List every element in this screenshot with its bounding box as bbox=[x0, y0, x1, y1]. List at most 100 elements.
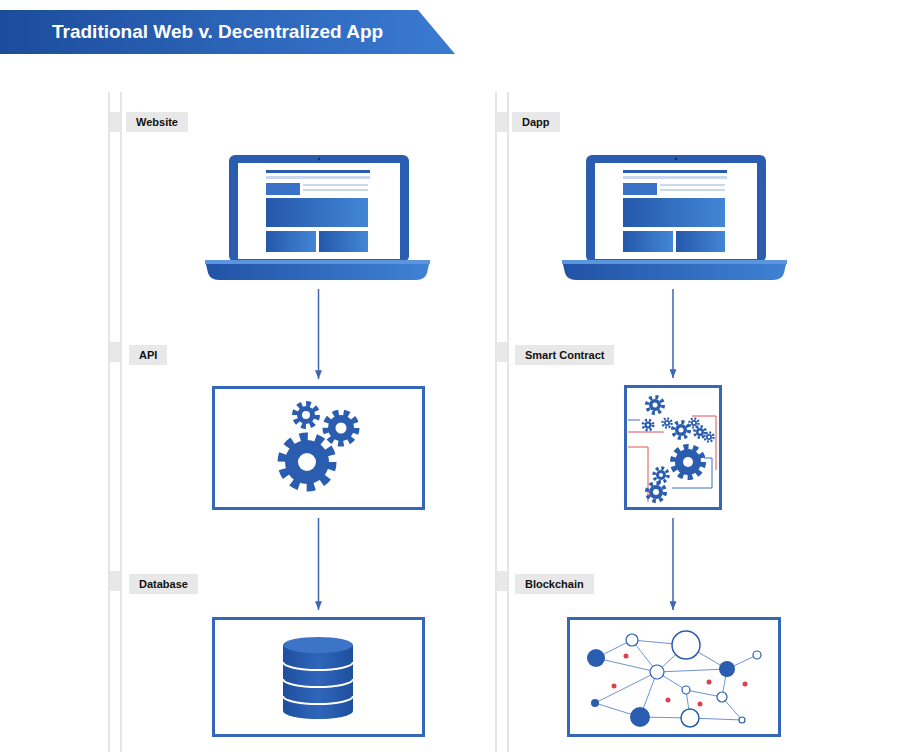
tab-stripes bbox=[110, 342, 120, 362]
column-rule bbox=[109, 92, 508, 752]
smart-contract-icon bbox=[693, 422, 695, 424]
network-icon bbox=[719, 661, 735, 677]
tab-stripes bbox=[110, 112, 120, 132]
smart-contract-icon bbox=[708, 436, 710, 438]
flow-arrow bbox=[672, 289, 674, 378]
network-icon bbox=[681, 709, 699, 727]
laptop-illustration bbox=[623, 183, 657, 195]
network-icon bbox=[657, 669, 727, 672]
tab-stripes bbox=[497, 571, 507, 591]
smart-contract-icon bbox=[706, 434, 712, 440]
laptop-illustration bbox=[266, 231, 316, 252]
tab-stripes bbox=[497, 112, 507, 132]
gears-icon bbox=[302, 411, 310, 419]
smart-contract-icon bbox=[696, 428, 704, 436]
layer-label: API bbox=[129, 345, 167, 365]
smart-contract-icon bbox=[649, 399, 661, 411]
smart-contract-icon bbox=[628, 447, 648, 502]
smart-contract-icon bbox=[628, 432, 664, 433]
network-icon bbox=[591, 699, 599, 707]
smart-contract-icon bbox=[666, 422, 668, 424]
network-icon bbox=[624, 654, 629, 659]
laptop-illustration bbox=[586, 155, 766, 262]
diagram-title: Traditional Web v. Decentralized App bbox=[52, 20, 383, 44]
smart-contract-icon bbox=[673, 447, 703, 477]
database-icon bbox=[283, 679, 353, 687]
network-icon bbox=[672, 631, 700, 659]
gears-icon bbox=[282, 437, 332, 487]
network-icon bbox=[753, 651, 761, 659]
client-device: Dapp bbox=[562, 153, 785, 281]
laptop-illustration bbox=[562, 155, 787, 280]
laptop-illustration bbox=[266, 183, 300, 195]
network-icon bbox=[587, 649, 605, 667]
network-icon bbox=[630, 707, 650, 727]
smart-contract-icon bbox=[653, 489, 659, 495]
tab-stripes bbox=[110, 112, 507, 591]
layer-label: Website bbox=[126, 112, 188, 132]
laptop-illustration bbox=[623, 176, 727, 179]
column-rule bbox=[108, 92, 110, 752]
gears-icon bbox=[336, 423, 347, 434]
component-box: Blockchain bbox=[567, 617, 781, 737]
smart-contract-icon bbox=[675, 424, 687, 436]
laptop-illustration bbox=[319, 231, 368, 252]
client-device: Website bbox=[205, 153, 430, 281]
smart-contract-icon bbox=[659, 473, 663, 477]
title-banner bbox=[0, 10, 455, 54]
column-rule bbox=[120, 92, 122, 752]
network-icon bbox=[595, 672, 657, 703]
network-icon bbox=[612, 684, 617, 689]
smart-contract-icon bbox=[691, 420, 697, 426]
gears-icon bbox=[298, 453, 316, 471]
smart-contract-icon bbox=[664, 420, 670, 426]
smart-contract-icon bbox=[699, 431, 702, 434]
network-icon bbox=[739, 717, 745, 723]
laptop-illustration bbox=[675, 158, 677, 160]
network-icon bbox=[587, 631, 761, 727]
laptop-illustration bbox=[660, 184, 725, 186]
flow-arrow bbox=[318, 289, 320, 379]
component-box: Database bbox=[212, 617, 425, 737]
layer-label: Blockchain bbox=[515, 574, 594, 594]
network-icon bbox=[682, 686, 690, 694]
smart-contract-icon bbox=[647, 424, 650, 427]
smart-contract-icon bbox=[690, 419, 699, 428]
layer-label: Smart Contract bbox=[515, 345, 614, 365]
network-icon bbox=[612, 654, 748, 707]
laptop-illustration bbox=[623, 231, 673, 252]
smart-contract-icon bbox=[656, 470, 666, 480]
smart-contract-icon bbox=[628, 420, 640, 421]
network-icon bbox=[587, 631, 761, 727]
database-icon bbox=[283, 662, 353, 670]
laptop-illustration bbox=[205, 260, 430, 280]
layer-label: Database bbox=[129, 574, 198, 594]
layer-label: Dapp bbox=[512, 112, 560, 132]
smart-contract-icon bbox=[683, 457, 693, 467]
smart-contract-icon bbox=[643, 420, 653, 430]
smart-contract-icon bbox=[679, 428, 684, 433]
laptop-illustration bbox=[623, 198, 725, 227]
smart-contract-icon bbox=[645, 422, 652, 429]
network-icon bbox=[717, 692, 727, 702]
gears-icon bbox=[326, 413, 356, 443]
column-rule bbox=[507, 92, 509, 752]
tab-stripes bbox=[110, 571, 120, 591]
laptop-illustration bbox=[676, 231, 725, 252]
smart-contract-icon bbox=[647, 483, 665, 501]
smart-contract-icon bbox=[628, 420, 712, 488]
laptop-illustration bbox=[623, 170, 727, 173]
smart-contract-icon bbox=[643, 397, 714, 501]
laptop-illustration bbox=[318, 158, 320, 160]
smart-contract-icon bbox=[628, 416, 716, 502]
smart-contract-icon bbox=[663, 419, 672, 428]
component-box: API bbox=[212, 386, 425, 510]
tab-stripes bbox=[497, 342, 507, 362]
laptop-illustration bbox=[238, 163, 400, 259]
database-icon bbox=[283, 637, 353, 719]
laptop-illustration bbox=[303, 184, 368, 186]
smart-contract-icon bbox=[654, 468, 668, 482]
laptop-illustration bbox=[595, 163, 757, 259]
smart-contract-icon bbox=[653, 403, 658, 408]
